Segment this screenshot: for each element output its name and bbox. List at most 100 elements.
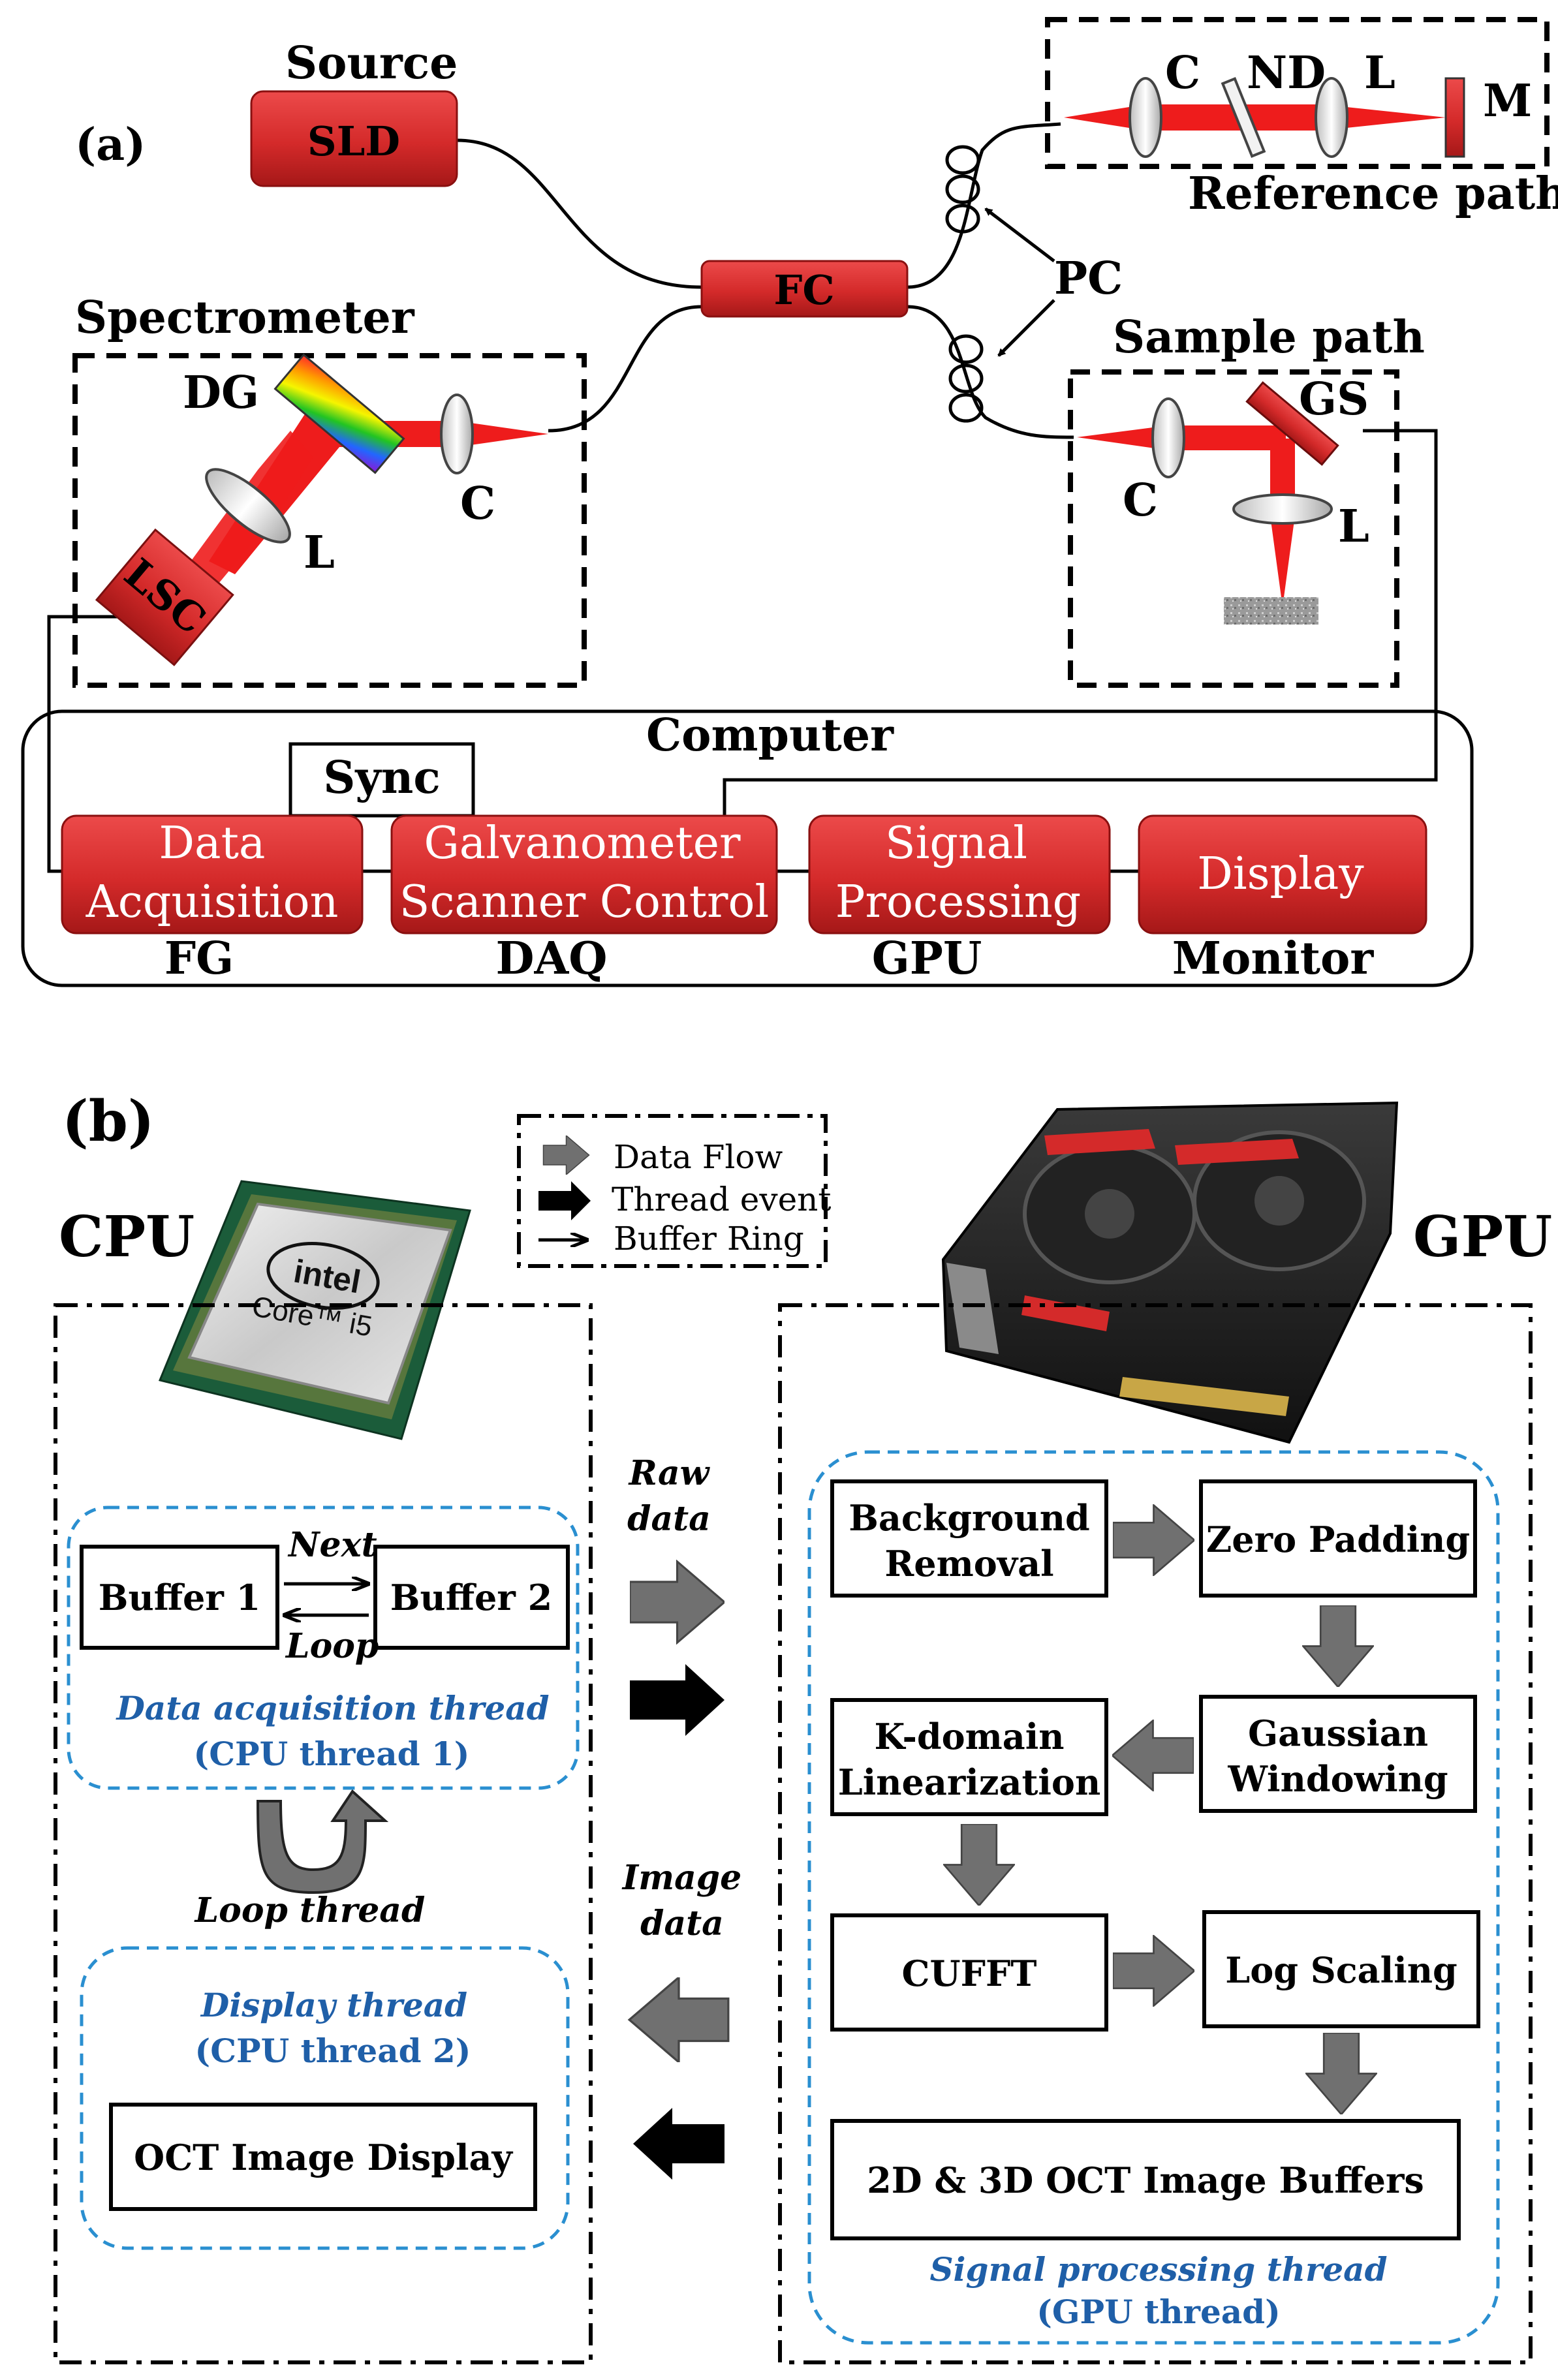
spectrometer: Spectrometer LSC DG L C bbox=[72, 292, 587, 688]
fiber-coupler-box: FC bbox=[700, 260, 909, 318]
raw-label-1: Raw bbox=[628, 1453, 711, 1493]
img-label-2: data bbox=[640, 1904, 724, 1943]
module-3-line2: Processing bbox=[835, 876, 1081, 928]
cufft-label: CUFFT bbox=[902, 1953, 1037, 1994]
cpu-chip-image: intel Core™ i5 bbox=[158, 1180, 471, 1440]
gauss-line1: Gaussian bbox=[1248, 1712, 1428, 1754]
sync-label: Sync bbox=[323, 752, 440, 804]
sample-path: Sample path GS C L bbox=[1068, 311, 1425, 688]
fc-label: FC bbox=[773, 266, 834, 314]
sample-beam-in bbox=[1077, 425, 1168, 450]
module-2-line2: Scanner Control bbox=[399, 876, 769, 928]
buffer-1-label: Buffer 1 bbox=[99, 1577, 260, 1618]
ref-lens bbox=[1315, 77, 1348, 158]
module-galvo-control: Galvanometer Scanner Control DAQ bbox=[390, 814, 778, 985]
bg-line1: Background bbox=[849, 1497, 1089, 1539]
ref-l-label: L bbox=[1364, 47, 1395, 99]
legend-buffer-ring: Buffer Ring bbox=[614, 1220, 804, 1258]
module-4-line1: Display bbox=[1197, 848, 1364, 900]
disp-thread-label: Display thread bbox=[200, 1986, 467, 2024]
gauss-line2: Windowing bbox=[1227, 1758, 1448, 1800]
cpu-region bbox=[54, 1303, 593, 2364]
loop-label: Loop bbox=[285, 1626, 379, 1666]
module-4-caption: Monitor bbox=[1172, 933, 1375, 985]
display-thread: Display thread (CPU thread 2) OCT Image … bbox=[80, 1946, 570, 2250]
flow-arrow-kdom-to-cufft bbox=[943, 1824, 1015, 1906]
gpu-thread-label: Signal processing thread bbox=[929, 2250, 1387, 2289]
sample-l-label: L bbox=[1338, 501, 1369, 553]
spec-c-label: C bbox=[460, 478, 495, 530]
img-label-1: Image bbox=[621, 1858, 741, 1898]
nd-filter bbox=[1221, 77, 1266, 158]
fiber-lines bbox=[47, 122, 1438, 873]
legend-thread-event: Thread event bbox=[612, 1181, 831, 1218]
bg-line2: Removal bbox=[884, 1543, 1053, 1584]
source-title: Source bbox=[285, 37, 458, 89]
pc-pointers bbox=[984, 208, 1055, 357]
module-3-caption: GPU bbox=[872, 933, 982, 985]
oct-image-display-box bbox=[109, 2103, 537, 2211]
raw-thread-arrow bbox=[630, 1664, 724, 1736]
reference-path: C ND L M Reference path bbox=[1045, 17, 1558, 220]
cpu-title: CPU bbox=[59, 1204, 195, 1270]
pc-label: PC bbox=[1054, 253, 1123, 305]
signal-processing-thread: Background Removal Zero Padding Gaussian… bbox=[807, 1450, 1500, 2345]
module-1-line2: Acquisition bbox=[86, 876, 339, 928]
panel-a-label: (a) bbox=[75, 119, 146, 171]
disp-thread-sub: (CPU thread 2) bbox=[195, 2032, 471, 2070]
data-acquisition-thread: Buffer 1 Buffer 2 Next Loop Data acquisi… bbox=[67, 1506, 580, 1790]
sync-box bbox=[288, 742, 475, 818]
spectrometer-beam bbox=[457, 421, 548, 447]
computer: Computer Sync Data Acquisition FG Galvan… bbox=[21, 709, 1474, 987]
spectrometer-title: Spectrometer bbox=[75, 292, 415, 344]
legend-data-flow: Data Flow bbox=[614, 1138, 783, 1176]
pc-loops-top bbox=[945, 145, 980, 234]
transfer-region: Raw data Image data bbox=[621, 1453, 741, 2180]
flow-arrow-log-to-buffers bbox=[1305, 2033, 1377, 2114]
legend-thread-arrow bbox=[538, 1181, 591, 1220]
background-removal-box bbox=[830, 1479, 1108, 1598]
buffer-2-box bbox=[373, 1545, 570, 1650]
reference-beam bbox=[1064, 104, 1145, 131]
kdom-line2: Linearization bbox=[838, 1761, 1100, 1803]
sample-beam-focus bbox=[1270, 516, 1295, 607]
sample-tissue bbox=[1224, 597, 1318, 625]
flow-arrow-bg-to-zero bbox=[1113, 1504, 1194, 1576]
buffer-1-box bbox=[80, 1545, 279, 1650]
zero-padding-box bbox=[1199, 1479, 1477, 1598]
ref-nd-label: ND bbox=[1247, 47, 1326, 99]
module-3-line1: Signal bbox=[885, 818, 1027, 869]
spectrometer-lens bbox=[205, 468, 291, 544]
image-thread-arrow bbox=[633, 2108, 724, 2180]
spec-l-label: L bbox=[304, 527, 335, 579]
sample-gs-label: GS bbox=[1299, 373, 1369, 425]
sample-c-label: C bbox=[1123, 474, 1158, 527]
gpu-thread-sub: (GPU thread) bbox=[1036, 2293, 1281, 2331]
dg-label: DG bbox=[183, 367, 259, 419]
reference-path-title: Reference path bbox=[1188, 168, 1558, 220]
module-1-caption: FG bbox=[164, 933, 234, 985]
oct-display-label: OCT Image Display bbox=[134, 2137, 513, 2178]
ref-m-label: M bbox=[1483, 75, 1532, 127]
sample-collimator-lens bbox=[1151, 397, 1185, 478]
cufft-box bbox=[830, 1913, 1108, 2032]
legend: Data Flow Thread event Buffer Ring bbox=[517, 1114, 831, 1268]
flow-arrow-zero-to-gauss bbox=[1302, 1605, 1374, 1687]
module-2-caption: DAQ bbox=[496, 933, 608, 985]
image-data-arrow bbox=[628, 1977, 730, 2062]
log-scaling-box bbox=[1202, 1910, 1480, 2028]
raw-data-arrow bbox=[630, 1560, 724, 1644]
galvo-scanner bbox=[1245, 381, 1339, 466]
oct-image-buffers-box bbox=[830, 2119, 1461, 2240]
log-label: Log Scaling bbox=[1225, 1949, 1457, 1991]
panel-a: (a) PC Source bbox=[21, 17, 1558, 987]
sample-path-title: Sample path bbox=[1113, 311, 1425, 363]
loop-thread-label: Loop thread bbox=[194, 1891, 426, 1930]
flow-arrow-cufft-to-log bbox=[1113, 1935, 1194, 2007]
loop-thread-arrow bbox=[256, 1789, 389, 1894]
raw-label-2: data bbox=[627, 1499, 711, 1539]
panel-b-label: (b) bbox=[62, 1089, 155, 1154]
module-display: Display Monitor bbox=[1138, 814, 1427, 985]
line-scan-camera bbox=[95, 528, 234, 666]
